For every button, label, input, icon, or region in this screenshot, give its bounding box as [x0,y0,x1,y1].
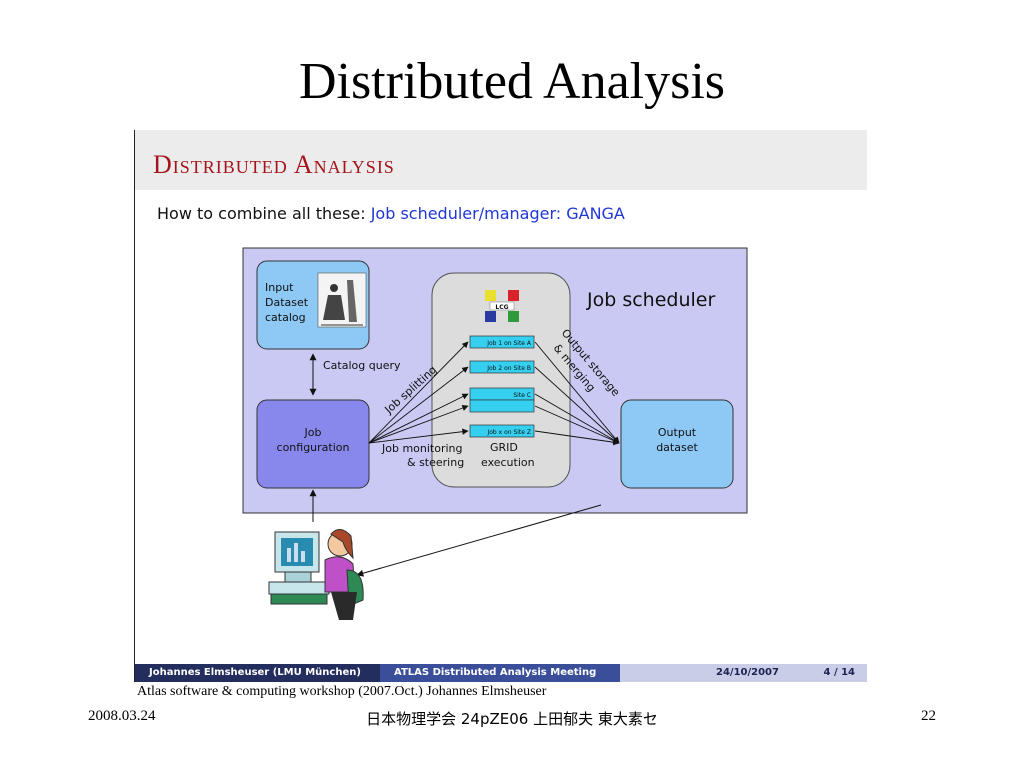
lcg-label: LCG [495,304,508,311]
grid-line-1: GRID [490,441,518,454]
footer-meeting: ATLAS Distributed Analysis Meeting [380,664,620,682]
output-storage-arrows [534,341,620,446]
embedded-header: Distributed Analysis [135,130,867,190]
job-monitoring-line-2: & steering [407,456,464,469]
source-caption: Atlas software & computing workshop (200… [137,684,547,699]
job-config-box [256,399,370,489]
slide-title: Distributed Analysis [298,53,726,110]
scheduler-label: Job scheduler [586,289,715,311]
slide-footer-center: 日本物理学会 24pZE06 上田郁夫 東大素セ [366,710,658,728]
architecture-diagram: Job scheduler Input Dataset catalog Cata… [242,247,748,620]
lcg-logo: LCG [485,290,519,322]
question-highlight: Job scheduler/manager: GANGA [370,204,625,223]
job-splitting-arrows [368,341,469,444]
output-to-user-arrow [356,504,602,577]
job-box-2 [469,360,535,374]
footer-author: Johannes Elmsheuser (LMU München) [135,664,380,682]
job-box-4 [469,399,535,413]
embedded-slide: Distributed Analysis How to combine all … [134,130,867,682]
input-line-2: Dataset [265,296,309,309]
output-line-1: Output [658,426,697,439]
embedded-title: Distributed Analysis [153,150,395,179]
question-text: How to combine all these: Job scheduler/… [157,204,625,223]
slide-date: 2008.03.24 [88,708,156,724]
footer-date: 24/10/2007 [716,667,779,678]
user-clipart [268,529,364,620]
grid-line-2: execution [481,456,535,469]
embedded-footer: Johannes Elmsheuser (LMU München) ATLAS … [135,664,867,682]
question-prefix: How to combine all these: [157,204,366,223]
footer-page: 4 / 14 [823,667,856,678]
job-config-line-1: Job [304,426,322,439]
page-number: 22 [921,708,936,724]
job-label-1: Job 1 on Site A [486,340,532,347]
output-line-2: dataset [656,441,698,454]
job-box-1 [469,335,535,349]
job-label-3: Site C [513,392,531,399]
job-monitoring-line-1: Job monitoring [381,442,463,455]
input-line-1: Input [265,281,294,294]
job-config-line-2: configuration [277,441,350,454]
footer-right: 24/10/2007 4 / 14 [620,664,867,682]
job-label-2: Job 2 on Site B [486,365,531,372]
output-dataset-box [620,399,734,489]
input-line-3: catalog [265,311,306,324]
catalog-query-label: Catalog query [323,359,401,372]
catalog-image [317,272,367,328]
job-box-5 [469,424,535,438]
job-label-5: Job x on Site Z [486,429,531,436]
